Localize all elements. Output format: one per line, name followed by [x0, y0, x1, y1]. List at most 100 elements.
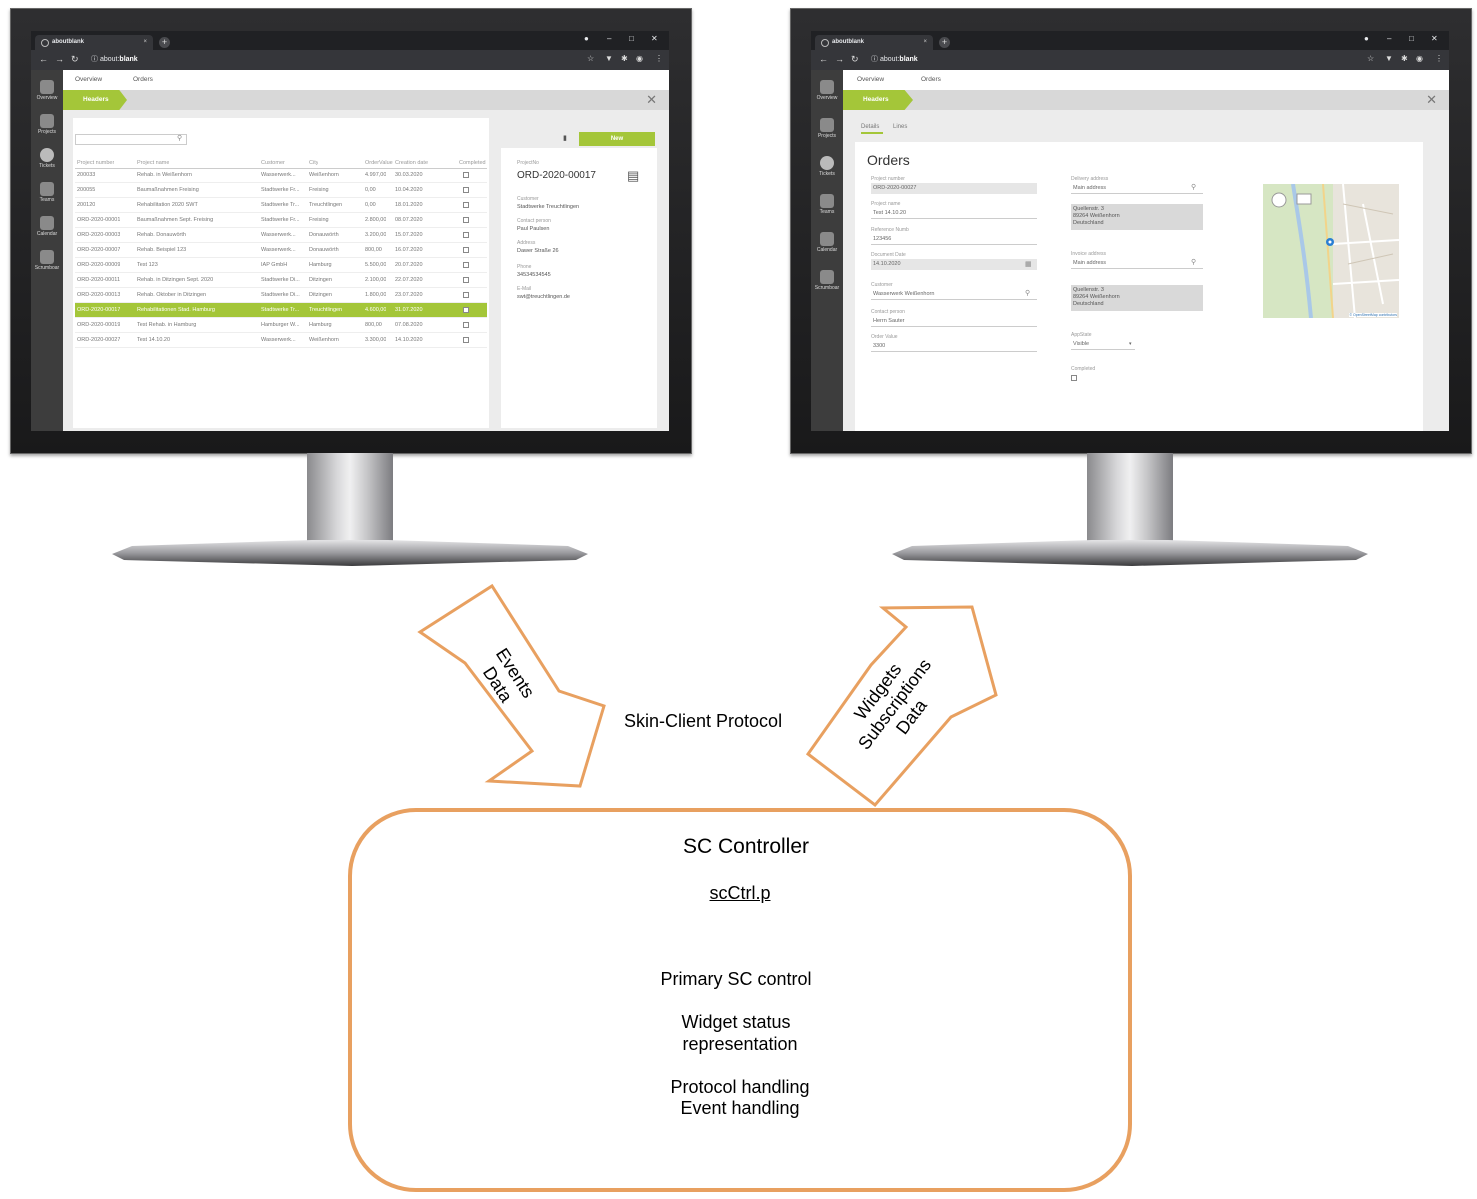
nav-overview[interactable]: Overview: [857, 76, 885, 83]
tab-lines[interactable]: Lines: [893, 124, 908, 130]
completed-checkbox[interactable]: [463, 202, 469, 208]
sidebar-item-projects[interactable]: Projects: [811, 116, 843, 150]
project-name-field[interactable]: Test 14.10.20: [871, 208, 1037, 219]
chevron-down-icon[interactable]: ▾: [1129, 341, 1132, 347]
maximize-icon[interactable]: □: [629, 34, 634, 43]
invoice-address-select[interactable]: Main address: [1071, 258, 1203, 269]
star-icon[interactable]: ☆: [1367, 54, 1375, 63]
breadcrumb-headers[interactable]: Headers: [843, 90, 913, 110]
sidebar-item-scrumboard[interactable]: Scrumboar: [811, 268, 843, 302]
search-icon[interactable]: ⚲: [177, 135, 183, 142]
breadcrumb-headers[interactable]: Headers: [63, 90, 127, 110]
column-header[interactable]: Completed: [459, 160, 486, 166]
nav-orders[interactable]: Orders: [921, 76, 941, 83]
completed-checkbox[interactable]: [463, 322, 469, 328]
completed-checkbox[interactable]: [463, 337, 469, 343]
column-header[interactable]: Customer: [261, 160, 285, 166]
column-header[interactable]: City: [309, 160, 319, 166]
menu-icon[interactable]: ⋮: [655, 54, 663, 63]
tab-close-icon[interactable]: ×: [923, 39, 927, 45]
customer-field[interactable]: Wasserwerk Weißenhorn: [871, 289, 1037, 300]
extensions-icon[interactable]: ✱: [621, 54, 628, 63]
extensions-icon[interactable]: ✱: [1401, 54, 1408, 63]
tab-details[interactable]: Details: [861, 124, 884, 134]
menu-icon[interactable]: ⋮: [1435, 54, 1443, 63]
sidebar-item-projects[interactable]: Projects: [31, 112, 63, 146]
sidebar-item-scrumboard[interactable]: Scrumboar: [31, 248, 63, 282]
column-header[interactable]: OrderValue: [365, 160, 393, 166]
forward-icon[interactable]: →: [55, 54, 64, 64]
profile-icon[interactable]: ◉: [1416, 54, 1423, 63]
address-bar[interactable]: ⓘ about:blank: [91, 56, 138, 63]
reload-icon[interactable]: ↻: [71, 54, 79, 64]
completed-checkbox[interactable]: [463, 292, 469, 298]
reference-field[interactable]: 123456: [871, 234, 1037, 245]
filter-icon[interactable]: ▼: [605, 54, 613, 63]
back-icon[interactable]: ←: [819, 54, 828, 64]
filter-icon[interactable]: ▼: [1385, 54, 1393, 63]
search-icon[interactable]: ⚲: [1191, 259, 1197, 266]
contact-field[interactable]: Herrn Sauter: [871, 316, 1037, 327]
sidebar-item-overview[interactable]: Overview: [811, 78, 843, 112]
settings-icon[interactable]: ●: [1364, 34, 1369, 43]
close-icon[interactable]: ✕: [1426, 92, 1437, 107]
nav-overview[interactable]: Overview: [75, 76, 103, 83]
star-icon[interactable]: ☆: [587, 54, 595, 63]
completed-checkbox[interactable]: [463, 247, 469, 253]
order-value-field[interactable]: 3300: [871, 341, 1037, 352]
column-header[interactable]: Creation date: [395, 160, 429, 166]
sidebar-item-tickets[interactable]: Tickets: [31, 146, 63, 180]
new-tab-button[interactable]: +: [939, 37, 950, 48]
completed-checkbox[interactable]: [463, 232, 469, 238]
close-window-icon[interactable]: ✕: [1431, 34, 1438, 43]
calendar-picker-icon[interactable]: ▦: [1025, 261, 1032, 268]
completed-checkbox[interactable]: [463, 262, 469, 268]
column-header[interactable]: Project name: [137, 160, 170, 166]
calculator-icon[interactable]: ▤: [627, 168, 640, 183]
reload-icon[interactable]: ↻: [851, 54, 859, 64]
maximize-icon[interactable]: □: [1409, 34, 1414, 43]
browser-tab[interactable]: aboutblank ×: [815, 35, 933, 50]
close-window-icon[interactable]: ✕: [651, 34, 658, 43]
sidebar-item-calendar[interactable]: Calendar: [31, 214, 63, 248]
controller-file-link[interactable]: scCtrl.p: [709, 883, 771, 903]
new-button[interactable]: New: [579, 132, 655, 146]
appstate-select[interactable]: Visible: [1071, 339, 1135, 350]
completed-checkbox[interactable]: [1071, 375, 1077, 381]
completed-checkbox[interactable]: [463, 172, 469, 178]
address-bar[interactable]: ⓘ about:blank: [871, 56, 918, 63]
sidebar-item-teams[interactable]: Teams: [31, 180, 63, 214]
close-icon[interactable]: ✕: [646, 92, 657, 107]
sidebar-item-overview[interactable]: Overview: [31, 78, 63, 112]
doc-date-field[interactable]: 14.10.2020: [871, 259, 1037, 270]
profile-icon[interactable]: ◉: [636, 54, 643, 63]
search-input[interactable]: [75, 134, 187, 145]
minimize-icon[interactable]: ‒: [1387, 34, 1392, 43]
column-header[interactable]: Project number: [77, 160, 115, 166]
location-map[interactable]: © OpenStreetMap contributors: [1263, 184, 1399, 318]
search-icon[interactable]: ⚲: [1025, 290, 1031, 297]
doc-icon[interactable]: ▮: [563, 135, 567, 142]
new-tab-button[interactable]: +: [159, 37, 170, 48]
delivery-address-select[interactable]: Main address: [1071, 183, 1203, 194]
nav-orders[interactable]: Orders: [133, 76, 153, 83]
completed-checkbox[interactable]: [463, 217, 469, 223]
completed-checkbox[interactable]: [463, 277, 469, 283]
completed-checkbox[interactable]: [463, 307, 469, 313]
minimize-icon[interactable]: ‒: [607, 34, 612, 43]
browser-tab[interactable]: aboutblank ×: [35, 35, 153, 50]
settings-icon[interactable]: ●: [584, 34, 589, 43]
search-icon[interactable]: ⚲: [1191, 184, 1197, 191]
sidebar-item-teams[interactable]: Teams: [811, 192, 843, 226]
